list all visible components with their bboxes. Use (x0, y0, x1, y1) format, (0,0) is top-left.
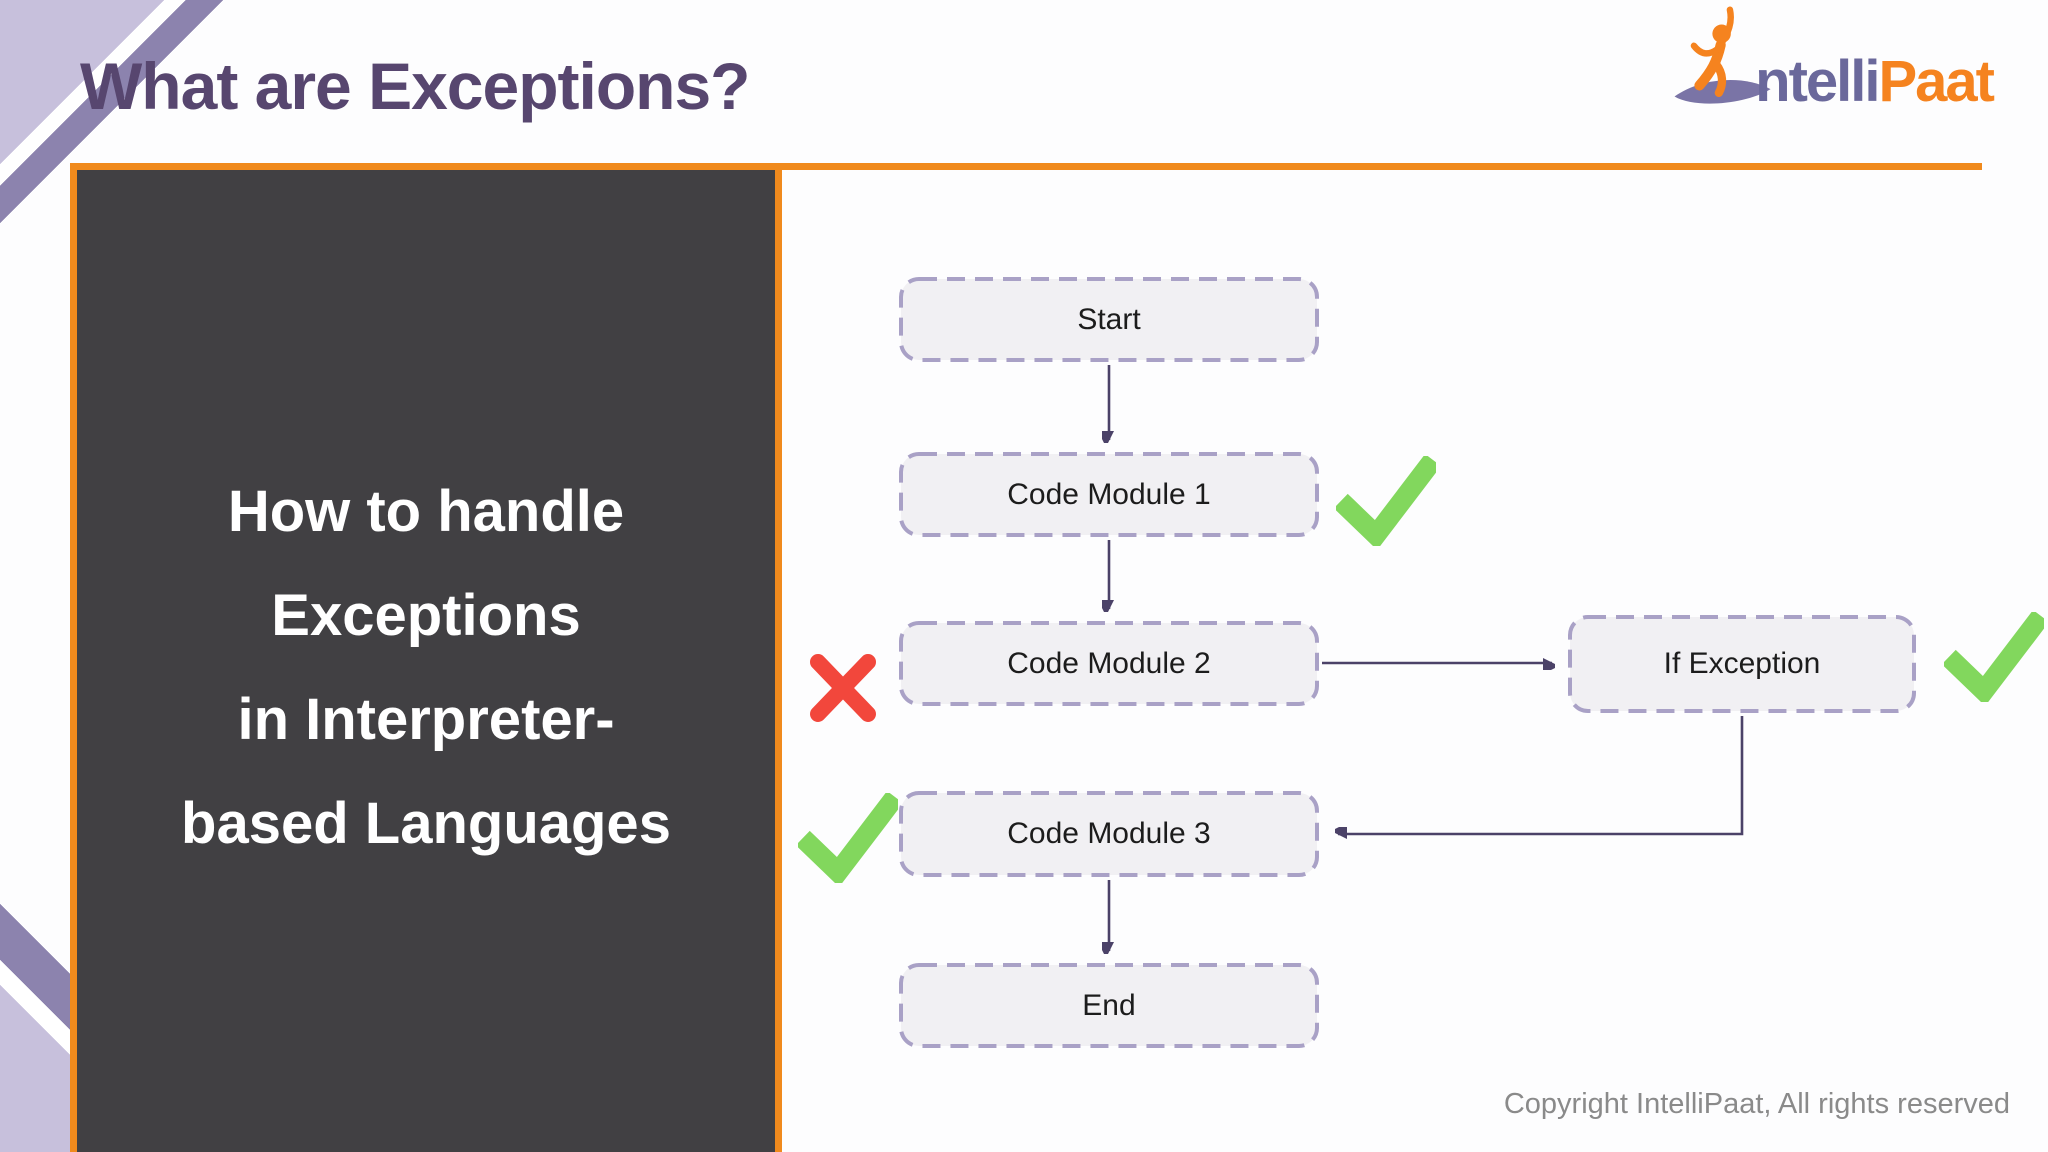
flow-node-code-module-2-label: Code Module 2 (1007, 646, 1211, 680)
logo-text-ntelli: ntelli (1755, 49, 1880, 114)
flow-node-code-module-3-label: Code Module 3 (1007, 817, 1211, 850)
flow-node-start: Start (898, 276, 1320, 363)
copyright-text: Copyright IntelliPaat, All rights reserv… (1503, 1088, 2010, 1120)
flow-node-if-exception: If Exception (1567, 614, 1917, 714)
flow-node-code-module-2: Code Module 2 (898, 620, 1320, 707)
cross-icon (806, 648, 880, 733)
flow-node-code-module-1: Code Module 1 (898, 451, 1320, 538)
flow-node-code-module-1-label: Code Module 1 (1007, 477, 1211, 511)
logo-person-icon (1669, 6, 1789, 133)
topic-panel-text: How to handle Exceptions in Interpreter-… (77, 460, 775, 876)
flow-node-code-module-3: Code Module 3 (898, 790, 1320, 878)
flow-node-end: End (898, 962, 1320, 1049)
topic-line-3: in Interpreter- (237, 687, 615, 752)
header-divider (70, 163, 1982, 170)
logo-wordmark: ntelliPaat (1755, 48, 1995, 133)
flow-node-if-exception-label: If Exception (1663, 647, 1821, 680)
topic-panel: How to handle Exceptions in Interpreter-… (70, 163, 782, 1152)
flow-node-end-label: End (1082, 988, 1136, 1022)
flow-node-start-label: Start (1077, 302, 1141, 336)
logo-text-paat: Paat (1878, 49, 1995, 114)
check-icon (1333, 453, 1442, 551)
check-icon (1941, 609, 2048, 707)
topic-line-1: How to handle (227, 479, 625, 544)
topic-line-2: Exceptions (271, 583, 581, 648)
topic-line-4: based Languages (181, 791, 671, 856)
page-title: What are Exceptions? (80, 49, 750, 123)
check-icon (795, 790, 904, 888)
intellipaat-logo: ntelliPaat (1669, 6, 1995, 133)
